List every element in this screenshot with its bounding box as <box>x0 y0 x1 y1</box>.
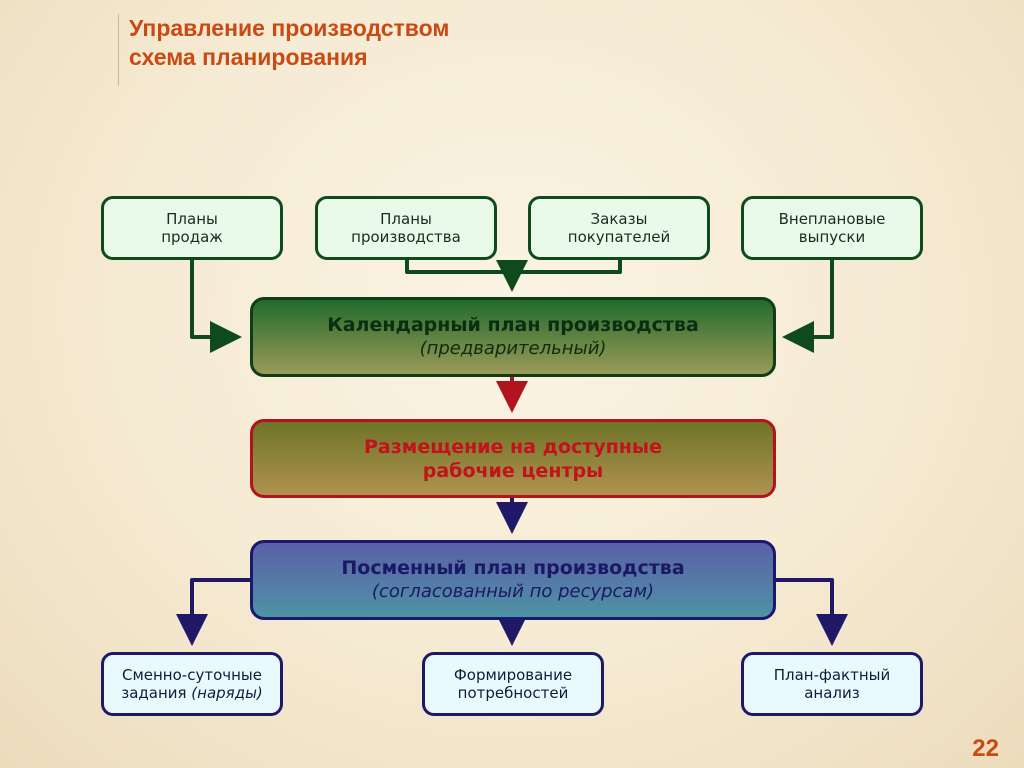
output-label: потребностей <box>457 684 569 702</box>
output-shift-assignments: Сменно-суточные задания (наряды) <box>101 652 283 716</box>
arrow-orders-to-calendar <box>496 260 622 292</box>
input-production-plans: Планы производства <box>315 196 497 260</box>
title-block: Управление производством схема планирова… <box>118 14 449 86</box>
slide-title-line2: схема планирования <box>129 44 368 70</box>
input-label: Внеплановые <box>778 210 886 228</box>
output-label-italic: (наряды) <box>191 684 263 702</box>
calendar-plan-subtitle: (предварительный) <box>419 338 607 359</box>
output-label: План-фактный <box>773 666 891 684</box>
input-label: Планы <box>166 210 218 228</box>
output-label: Сменно-суточные <box>121 666 262 684</box>
input-label: Заказы <box>590 210 648 228</box>
arrow-unplanned-to-calendar <box>782 260 834 353</box>
placement-box: Размещение на доступные рабочие центры <box>250 419 776 498</box>
shift-plan-subtitle: (согласованный по ресурсам) <box>371 581 655 602</box>
shift-plan-title: Посменный план производства <box>341 557 685 579</box>
input-label: продаж <box>161 228 223 246</box>
input-unplanned-releases: Внеплановые выпуски <box>741 196 923 260</box>
arrow-sales-to-calendar <box>190 260 242 353</box>
slide-title-line1: Управление производством <box>129 15 450 41</box>
input-label: Планы <box>380 210 432 228</box>
arrow-shift-to-assignments <box>176 578 251 646</box>
page-number: 22 <box>972 735 999 762</box>
input-label: производства <box>351 228 461 246</box>
connector-production-plans <box>405 260 512 274</box>
input-label: покупателей <box>567 228 671 246</box>
calendar-plan-title: Календарный план производства <box>327 314 699 336</box>
input-label: выпуски <box>798 228 866 246</box>
output-label-line2: задания (наряды) <box>121 684 263 702</box>
calendar-plan-box: Календарный план производства (предварит… <box>250 297 776 377</box>
output-label: Формирование <box>453 666 573 684</box>
input-sales-plans: Планы продаж <box>101 196 283 260</box>
output-needs-formation: Формирование потребностей <box>422 652 604 716</box>
placement-label: Размещение на доступные <box>364 435 662 458</box>
input-customer-orders: Заказы покупателей <box>528 196 710 260</box>
output-label: анализ <box>804 684 860 702</box>
shift-plan-box: Посменный план производства (согласованн… <box>250 540 776 620</box>
output-label: задания <box>121 684 192 702</box>
output-plan-fact-analysis: План-фактный анализ <box>741 652 923 716</box>
arrow-shift-to-analysis <box>774 578 848 646</box>
placement-label: рабочие центры <box>422 459 604 482</box>
